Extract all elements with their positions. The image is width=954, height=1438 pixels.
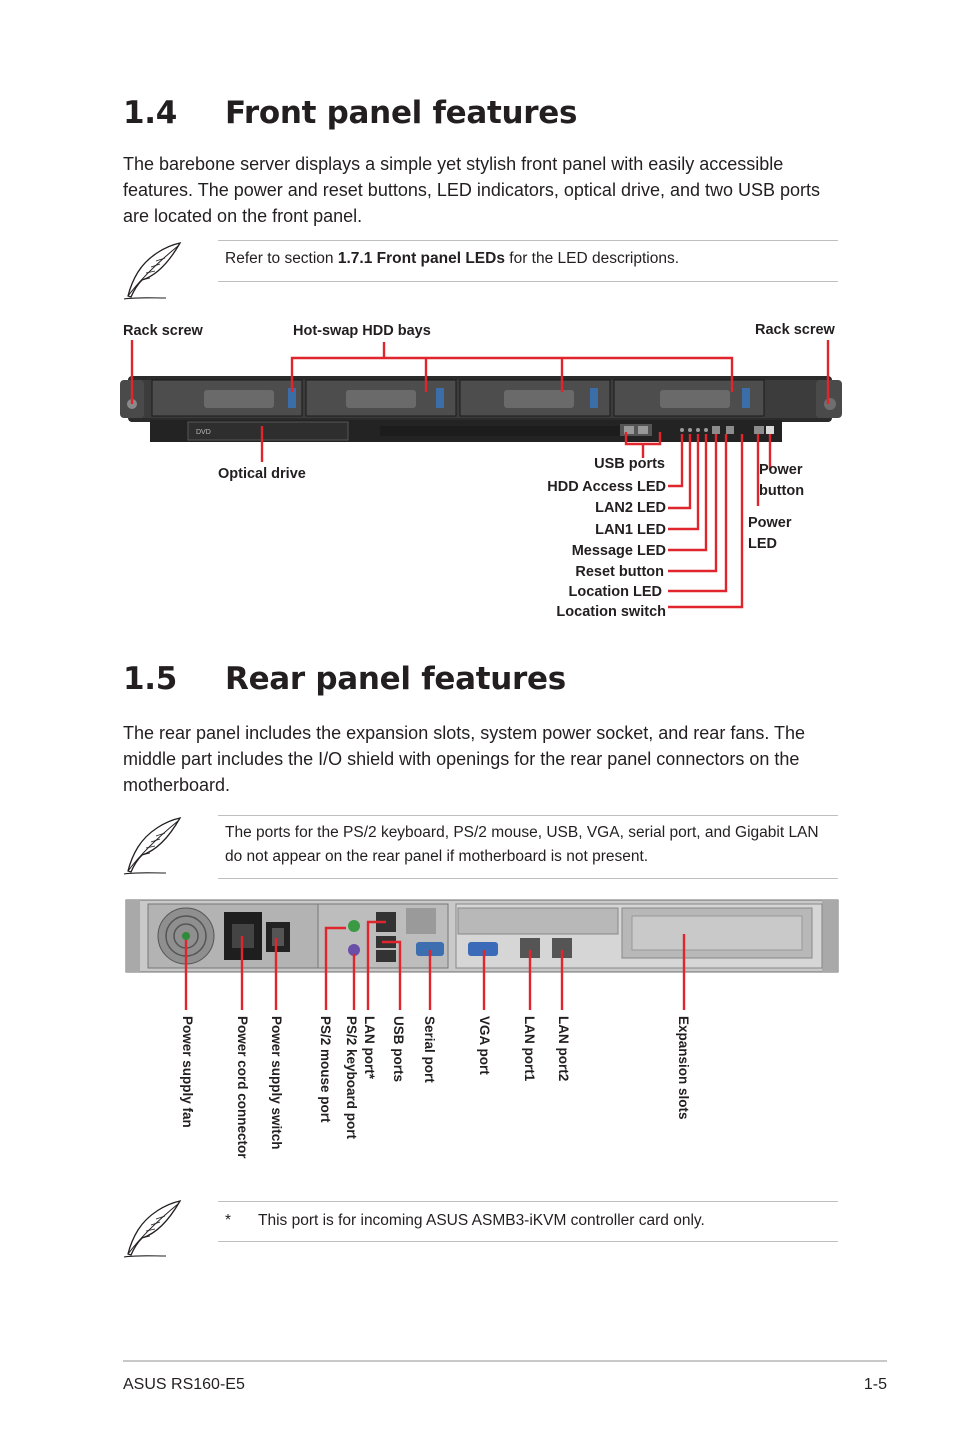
label-reset-button: Reset button (575, 564, 664, 580)
label-lan-port1: LAN port1 (522, 1016, 537, 1082)
section-number: 1.5 (123, 661, 178, 697)
note-suffix: for the LED descriptions. (504, 250, 679, 267)
label-optical-drive: Optical drive (218, 466, 306, 482)
label-ps2-keyboard-port: PS/2 keyboard port (344, 1016, 359, 1140)
label-power-supply-switch: Power supply switch (269, 1016, 284, 1150)
hdd-bay-3 (459, 379, 611, 417)
svg-text:DVD: DVD (196, 429, 211, 436)
feather-note-icon (123, 1200, 182, 1258)
label-power-led-line2: LED (748, 536, 777, 552)
label-vga-port: VGA port (477, 1016, 492, 1075)
rear-panel-illustration (125, 899, 839, 1010)
front-callout-lines (130, 340, 830, 609)
note-prefix: Refer to section (225, 250, 338, 267)
note-section-ref: 1.7.1 Front panel LEDs (337, 250, 505, 267)
rear-intro-paragraph: The rear panel includes the expansion sl… (123, 723, 806, 795)
label-message-led: Message LED (571, 543, 666, 559)
footer-rule (123, 1360, 887, 1362)
label-power-led: Power LED (748, 515, 792, 553)
label-lan-port2: LAN port2 (556, 1016, 571, 1082)
label-power-button-line1: Power (759, 462, 803, 478)
label-location-switch: Location switch (556, 604, 666, 620)
note-front-leds: Refer to section 1.7.1 Front panel LEDs … (218, 240, 838, 282)
label-lan2-led: LAN2 LED (595, 500, 666, 516)
note-rear-ports: The ports for the PS/2 keyboard, PS/2 mo… (218, 815, 838, 879)
note-asterisk: * (225, 1212, 232, 1229)
label-lan1-led: LAN1 LED (595, 522, 666, 538)
hdd-bay-4 (613, 379, 765, 417)
label-power-button-line2: button (759, 483, 805, 499)
label-power-led-line1: Power (748, 515, 792, 531)
front-panel-illustration: DVD (120, 340, 842, 609)
feather-note-icon (123, 242, 182, 300)
hdd-bay-1 (151, 379, 303, 417)
label-lan-port-star: LAN port* (362, 1016, 377, 1079)
label-usb-ports-rear: USB ports (391, 1016, 406, 1083)
label-expansion-slots: Expansion slots (676, 1016, 691, 1120)
feather-note-icon (123, 817, 182, 875)
note-asmb3: * This port is for incoming ASUS ASMB3-i… (218, 1201, 838, 1242)
label-serial-port: Serial port (422, 1016, 437, 1083)
footer-page-number: 1-5 (863, 1376, 887, 1393)
label-power-cord-connector: Power cord connector (235, 1016, 250, 1159)
label-power-button: Power button (759, 462, 804, 500)
label-location-led: Location LED (568, 584, 662, 600)
footer-product-name: ASUS RS160-E5 (123, 1376, 245, 1393)
label-rack-screw-left: Rack screw (123, 323, 203, 339)
label-hdd-access-led: HDD Access LED (547, 479, 666, 495)
front-intro-paragraph: The barebone server displays a simple ye… (123, 154, 821, 226)
section-title: Front panel features (225, 95, 578, 131)
hdd-bay-2 (305, 379, 457, 417)
note-asmb3-text: This port is for incoming ASUS ASMB3-iKV… (258, 1212, 705, 1229)
label-hot-swap-hdd-bays: Hot-swap HDD bays (293, 323, 431, 339)
section-title: Rear panel features (225, 661, 566, 697)
note-rear-text: The ports for the PS/2 keyboard, PS/2 mo… (225, 824, 819, 865)
label-rack-screw-right: Rack screw (755, 322, 835, 338)
label-power-supply-fan: Power supply fan (180, 1016, 195, 1128)
label-usb-ports-front: USB ports (594, 456, 665, 472)
section-number: 1.4 (123, 95, 178, 131)
rear-callout-lines (184, 920, 686, 1010)
label-ps2-mouse-port: PS/2 mouse port (318, 1016, 333, 1123)
